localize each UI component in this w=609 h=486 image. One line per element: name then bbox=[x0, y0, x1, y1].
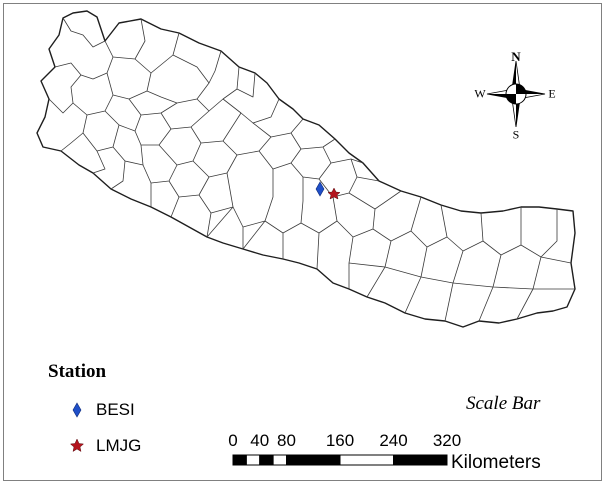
country-outline bbox=[36, 10, 576, 328]
legend-besi-symbol bbox=[72, 402, 82, 418]
scale-bar-segment bbox=[339, 454, 394, 466]
scale-bar-segment bbox=[286, 454, 341, 466]
lmjg-marker bbox=[327, 187, 341, 200]
compass-rose bbox=[486, 60, 546, 128]
scale-bar-tick-label: 80 bbox=[277, 431, 296, 450]
scale-bar-tick-label: 240 bbox=[379, 431, 408, 450]
legend-title: Station bbox=[48, 361, 107, 382]
scale-bar-tick-label: 160 bbox=[325, 431, 355, 450]
nepal-district-map bbox=[36, 10, 576, 466]
map-frame: N S W E Station BESI LMJG Scale Bar 0 40 8… bbox=[3, 3, 602, 481]
scale-bar-unit: Kilometers bbox=[451, 452, 541, 473]
compass-e-label: E bbox=[548, 86, 556, 101]
scale-bar bbox=[232, 454, 448, 466]
scale-bar-segment bbox=[259, 454, 274, 466]
scale-bar-tick-label: 40 bbox=[250, 431, 270, 450]
legend-label-besi: BESI bbox=[96, 400, 135, 419]
district-boundaries bbox=[48, 17, 575, 322]
scale-bar-segment bbox=[272, 454, 287, 466]
scale-bar-segment bbox=[393, 454, 448, 466]
scale-bar-segment bbox=[245, 454, 261, 466]
compass-n-label: N bbox=[511, 49, 521, 64]
scale-bar-tick-label: 0 bbox=[228, 431, 238, 450]
compass-w-label: W bbox=[474, 86, 486, 101]
legend-item-besi: BESI bbox=[72, 400, 135, 420]
scale-bar-tick-label: 320 bbox=[432, 431, 462, 450]
legend-label-lmjg: LMJG bbox=[96, 436, 142, 455]
legend-item-lmjg: LMJG bbox=[72, 436, 141, 456]
scale-bar-title: Scale Bar bbox=[466, 393, 541, 414]
compass-s-label: S bbox=[512, 127, 520, 142]
scale-bar-segment bbox=[232, 454, 247, 466]
besi-marker bbox=[315, 181, 325, 197]
legend-lmjg-symbol bbox=[69, 438, 85, 453]
